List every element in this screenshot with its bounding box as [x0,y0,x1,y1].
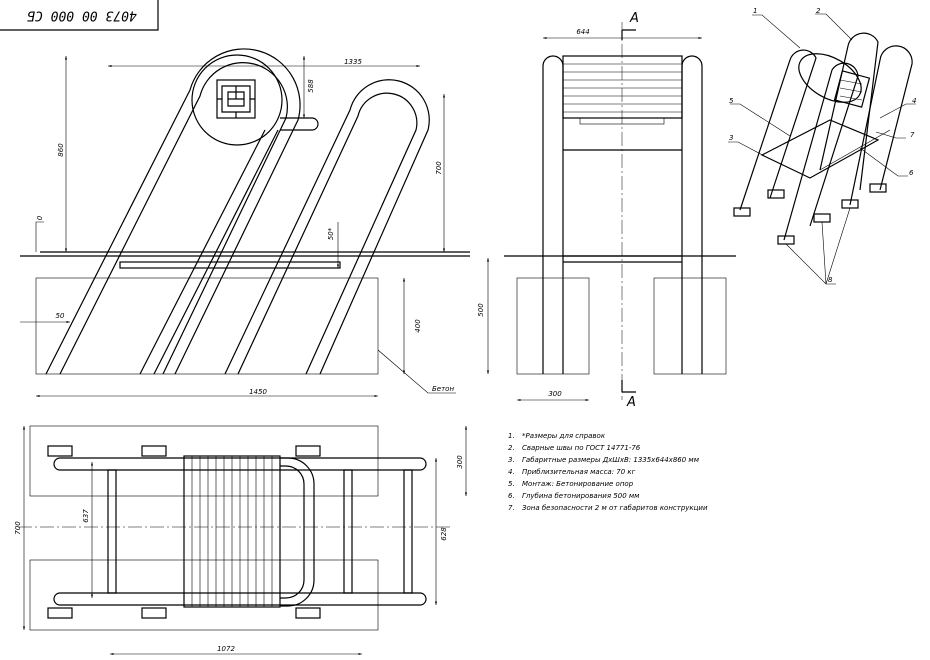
note-text: Габаритные размеры ДхШхВ: 1335х644х860 м… [522,456,700,464]
position-4: 4 [912,97,916,105]
note-text: Зона безопасности 2 м от габаритов конст… [522,504,708,512]
dim-rung-height: 50* [327,227,335,240]
position-8: 8 [828,276,833,284]
front-view: 1335 860 588 700 0 50* 50 400 500 1450 Б… [20,48,490,398]
dim-plan-1072: 1072 [217,645,235,653]
dim-plan-300: 300 [456,455,464,469]
position-3: 3 [729,134,733,142]
note-text: Сварные швы по ГОСТ 14771-76 [522,444,641,452]
position-6: 6 [909,169,914,177]
section-mark-bottom: А [626,395,636,410]
note-text: Монтаж: Бетонирование опор [522,480,634,488]
dim-total-depth: 500 [477,303,485,317]
position-5: 5 [729,97,734,105]
note-number: 3. [508,456,515,464]
position-2: 2 [816,7,821,15]
dim-inner-height: 700 [435,161,443,175]
dim-foundation-depth: 400 [414,319,422,333]
position-7: 7 [910,131,915,139]
dim-height: 860 [57,143,65,157]
dim-base-length: 1450 [249,388,267,396]
position-1: 1 [753,7,757,15]
note-number: 2. [508,444,515,452]
dim-arc-offset: 588 [307,79,315,93]
dim-side-width: 644 [576,28,589,36]
plan-view: 700 637 300 628 1072 [14,425,468,656]
dim-zero-level: 0 [36,215,44,220]
dim-plan-637: 637 [82,509,90,523]
dim-base-offset: 50 [56,312,65,320]
note-number: 1. [508,432,515,440]
designation-text: 4073 00 000 СБ [27,8,137,23]
note-text: Приблизительная масса: 70 кг [522,468,636,476]
notes-block: 1. *Размеры для справок 2. Сварные швы п… [508,432,708,512]
iso-view: 1 2 3 4 5 6 7 8 [728,7,916,285]
dim-plan-700: 700 [14,521,22,535]
designation-stamp: 4073 00 000 СБ [0,0,159,31]
section-mark-top: А [629,11,639,26]
dim-plan-628: 628 [440,527,448,541]
note-text: Глубина бетонирования 500 мм [522,492,640,500]
note-text: *Размеры для справок [522,432,606,440]
maze-emblem [216,79,256,119]
dim-footing-width: 300 [548,390,562,398]
dim-overall-length: 1335 [344,58,362,66]
note-number: 4. [508,468,515,476]
side-view: А А 644 300 [504,11,736,410]
note-number: 7. [508,504,515,512]
callout-concrete: Бетон [432,385,454,393]
note-number: 5. [508,480,515,488]
note-number: 6. [508,492,515,500]
